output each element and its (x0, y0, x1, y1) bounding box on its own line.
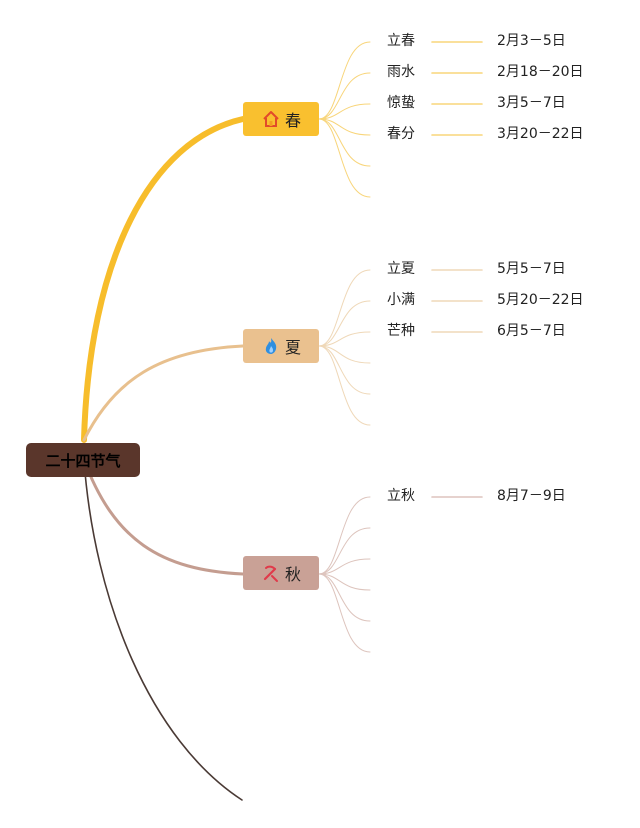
leaf-date[interactable]: 2月3－5日 (497, 33, 566, 49)
leaf-date[interactable]: 3月5－7日 (497, 95, 566, 111)
branch-node-2[interactable]: 夏 (243, 329, 319, 363)
branch-line-4 (83, 459, 243, 801)
house-icon (261, 109, 281, 129)
leaf-term[interactable]: 雨水 (387, 64, 415, 80)
leaf-connector-2-4 (318, 345, 371, 364)
branch-label: 夏 (284, 338, 301, 357)
root-node[interactable]: 二十四节气 (26, 443, 140, 477)
leaf-term[interactable]: 芒种 (387, 323, 415, 339)
leaf-date[interactable]: 6月5－7日 (497, 323, 566, 339)
leaf-date[interactable]: 3月20－22日 (497, 126, 584, 142)
flame-icon (261, 336, 281, 356)
leaf-connector-1-1 (318, 41, 371, 120)
branch-line-1 (81, 116, 246, 443)
leaf-term[interactable]: 惊蛰 (387, 95, 415, 111)
leaf-term[interactable]: 春分 (387, 126, 415, 142)
leaf-date[interactable]: 5月5－7日 (497, 261, 566, 277)
branch-node-1[interactable]: 春 (243, 102, 319, 136)
leaf-date[interactable]: 2月18－20日 (497, 64, 584, 80)
leaf-term[interactable]: 立春 (387, 33, 415, 49)
leaf-connector-1-4 (318, 118, 371, 136)
leaf-connector-3-1 (318, 496, 371, 575)
leaf-date[interactable]: 8月7－9日 (497, 488, 566, 504)
leaf-term[interactable]: 立夏 (387, 261, 415, 277)
leaf-connector-3-5 (318, 573, 371, 622)
branch-line-2 (82, 344, 245, 442)
leaf-connector-1-3 (318, 103, 371, 120)
branch-node-3[interactable]: 秋 (243, 556, 319, 590)
leaf-connector-1-5 (318, 118, 371, 167)
leaf-term[interactable]: 小满 (387, 292, 415, 308)
leaf-connector-2-1 (318, 269, 371, 347)
branch-label: 秋 (284, 565, 301, 584)
leaf-connector-3-3 (318, 558, 371, 575)
leaf-date[interactable]: 5月20－22日 (497, 292, 584, 308)
leaf-connector-3-6 (318, 573, 371, 653)
leaf-connector-2-2 (318, 300, 371, 347)
leaf-connector-1-2 (318, 72, 371, 120)
leaf-connector-3-2 (318, 527, 371, 575)
branch-label: 春 (284, 111, 301, 130)
scythe-icon (261, 563, 281, 583)
leaf-connector-2-3 (318, 331, 371, 347)
root-label: 二十四节气 (45, 451, 121, 470)
leaf-connector-2-5 (318, 345, 371, 395)
branch-line-3 (82, 458, 245, 576)
leaf-connector-3-4 (318, 573, 371, 591)
leaf-term[interactable]: 立秋 (387, 488, 415, 504)
leaf-connector-2-6 (318, 345, 371, 426)
leaf-connector-1-6 (318, 118, 371, 198)
